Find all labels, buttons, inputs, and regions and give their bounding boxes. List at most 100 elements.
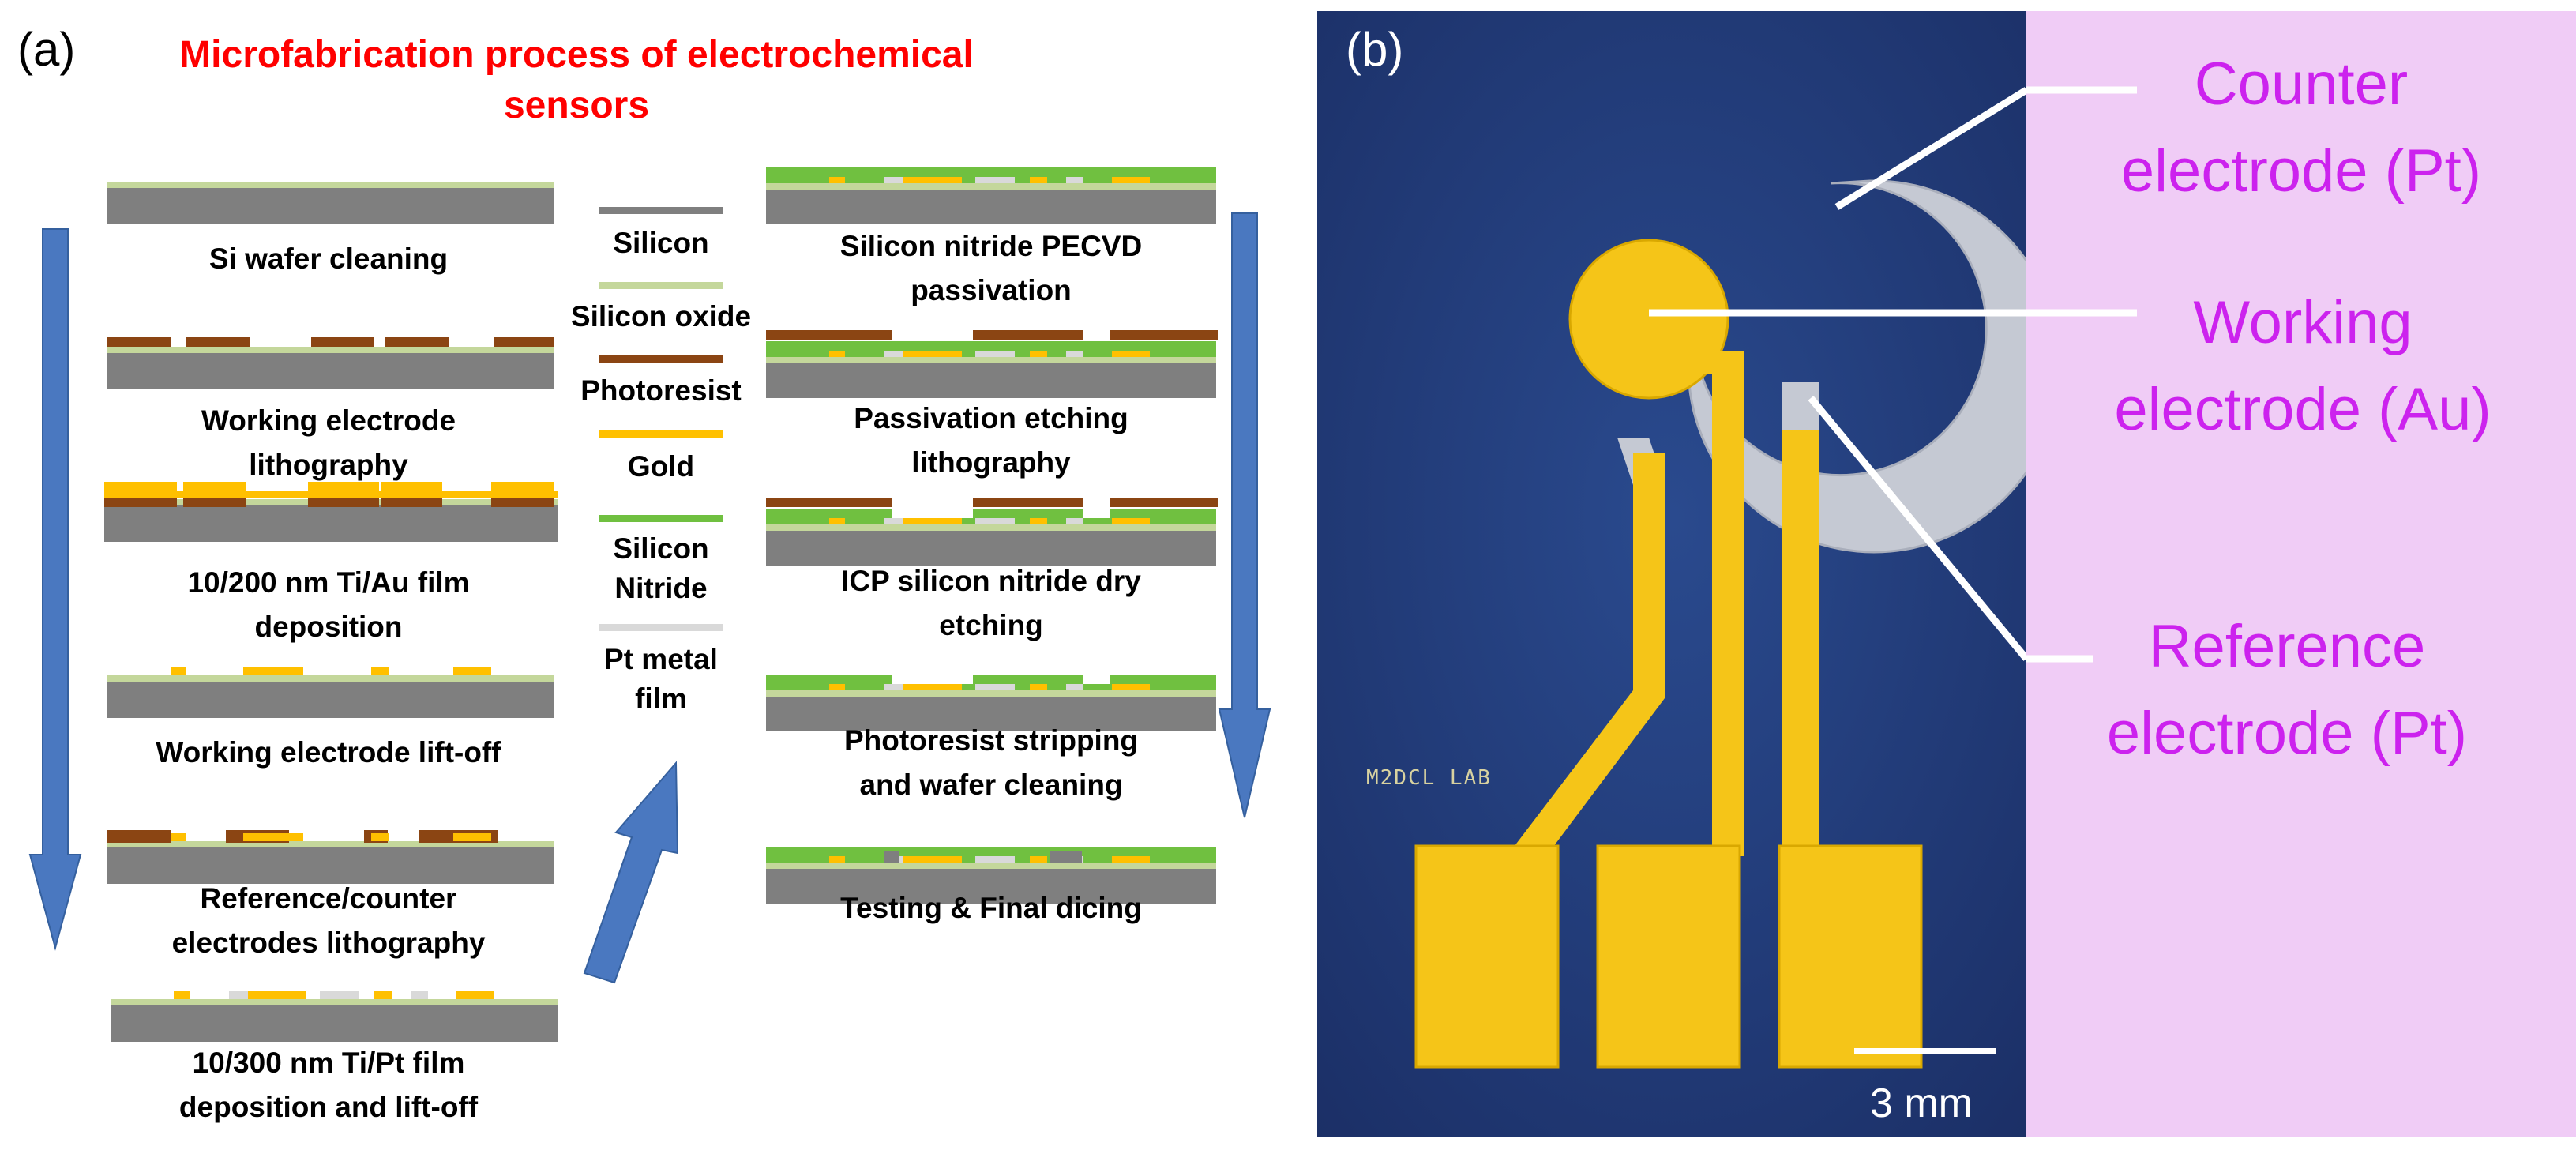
legend-swatch-1	[599, 282, 723, 289]
reference-electrode-label-line-2: electrode (Pt)	[2106, 700, 2468, 767]
counter-electrode-label-line-1: Counter	[2194, 51, 2409, 118]
step-label-right-3-line-2: etching	[939, 609, 1043, 641]
step-label-right-1-line-2: passivation	[911, 274, 1072, 306]
silicon-layer	[107, 682, 554, 718]
oxide-layer	[107, 675, 554, 682]
labels-panel: Counter electrode (Pt) Working electrode…	[2026, 11, 2576, 1137]
scale-bar-label: 3 mm	[1870, 1080, 1973, 1126]
oxide-layer	[107, 347, 554, 353]
stack-final	[766, 847, 1216, 904]
right-down-arrow	[1218, 212, 1271, 818]
legend-label-2-line-1: Silicon oxide	[570, 300, 752, 333]
step-label-left-5-line-2: electrodes lithography	[171, 926, 486, 959]
step-label-left-3: 10/200 nm Ti/Au film deposition	[76, 561, 581, 649]
silicon-layer	[104, 505, 558, 542]
panel-label-a: (a)	[17, 23, 76, 76]
oxide-layer	[107, 841, 554, 847]
step-label-right-3-line-1: ICP silicon nitride dry	[841, 565, 1141, 597]
legend-label-3: Photoresist	[561, 371, 761, 411]
process-diagram	[28, 167, 1271, 1042]
step-label-left-3-line-1: 10/200 nm Ti/Au film	[187, 566, 470, 599]
legend-swatch-5	[599, 624, 723, 631]
legend-label-6-line-1: Pt metal	[604, 643, 718, 675]
step-label-right-3: ICP silicon nitride dry etching	[750, 559, 1232, 648]
diagonal-up-arrow	[583, 761, 679, 984]
reference-electrode-label: Reference electrode (Pt)	[2066, 603, 2508, 777]
step-label-right-5-line-1: Testing & Final dicing	[840, 892, 1142, 924]
lab-text: M2DCL LAB	[1366, 766, 1492, 790]
step-label-right-4: Photoresist stripping and wafer cleaning	[750, 719, 1232, 807]
stack-we-liftoff	[107, 667, 554, 718]
legend-label-2: Silicon oxide	[561, 297, 761, 336]
step-label-left-4-line-1: Working electrode lift-off	[156, 736, 501, 769]
stack-rc-litho	[107, 830, 554, 884]
step-label-left-4: Working electrode lift-off	[76, 731, 581, 775]
silicon-layer	[107, 847, 554, 884]
working-electrode-label-line-2: electrode (Au)	[2114, 376, 2492, 443]
pad-middle	[1596, 844, 1741, 1069]
sensor-photo-drawing	[1317, 11, 2026, 1137]
legend-label-4: Gold	[561, 447, 761, 487]
working-electrode-label-line-1: Working	[2193, 289, 2413, 356]
legend-swatch-3	[599, 430, 723, 438]
working-electrode-disc	[1568, 239, 1729, 400]
silicon-layer	[111, 1005, 558, 1042]
step-label-left-1: Si wafer cleaning	[76, 237, 581, 281]
step-label-left-2-line-2: lithography	[249, 449, 408, 481]
pad-left	[1414, 844, 1560, 1069]
working-electrode-label: Working electrode (Au)	[2074, 280, 2532, 453]
step-label-right-2-line-2: lithography	[911, 446, 1071, 479]
diagram-title-line-1: Microfabrication process of electrochemi…	[179, 34, 974, 76]
left-down-arrow	[28, 228, 82, 951]
stack-passivation-litho	[766, 330, 1218, 398]
scale-bar	[1854, 1048, 1996, 1054]
silicon-layer	[107, 353, 554, 389]
step-label-right-2: Passivation etching lithography	[750, 396, 1232, 485]
labels-leader-lines	[2026, 86, 2137, 663]
legend-label-1-line-1: Silicon	[613, 227, 709, 259]
oxide-layer	[111, 999, 558, 1005]
diagram-title: Microfabrication process of electrochemi…	[142, 30, 1011, 131]
stack-tipt-depo	[111, 991, 558, 1042]
stack-icp-etch	[766, 498, 1218, 566]
legend-swatch-2	[599, 355, 723, 363]
legend-label-3-line-1: Photoresist	[580, 374, 742, 407]
oxide-layer	[107, 182, 554, 188]
stack-si-cleaning	[107, 182, 554, 224]
legend-swatch-4	[599, 515, 723, 522]
legend-swatch-0	[599, 207, 723, 214]
step-label-left-2-line-1: Working electrode	[201, 404, 456, 437]
stack-we-litho	[107, 337, 554, 389]
step-label-left-6-line-2: deposition and lift-off	[178, 1091, 479, 1123]
step-label-right-5: Testing & Final dicing	[750, 886, 1232, 930]
step-label-right-4-line-1: Photoresist stripping	[843, 724, 1139, 757]
step-label-right-4-line-2: and wafer cleaning	[859, 769, 1123, 801]
panel-label-b: (b)	[1346, 23, 1404, 76]
step-label-left-1-line-1: Si wafer cleaning	[208, 242, 449, 275]
legend-label-6-line-2: film	[635, 682, 687, 715]
legend-label-6: Pt metal film	[561, 640, 761, 719]
diagram-title-line-2: sensors	[503, 85, 650, 126]
stack-pecvd	[766, 167, 1216, 224]
step-label-left-5: Reference/counter electrodes lithography	[76, 877, 581, 965]
legend-label-5-line-1: Silicon	[613, 532, 709, 565]
reference-electrode-label-line-1: Reference	[2148, 613, 2426, 680]
legend-label-1: Silicon	[561, 224, 761, 263]
step-label-right-1-line-1: Silicon nitride PECVD	[839, 230, 1143, 262]
pad-right	[1778, 844, 1923, 1069]
legend-label-5-line-2: Nitride	[614, 572, 708, 604]
silicon-layer	[107, 188, 554, 224]
step-label-right-2-line-1: Passivation etching	[854, 402, 1128, 434]
step-label-left-6: 10/300 nm Ti/Pt film deposition and lift-…	[76, 1041, 581, 1129]
counter-electrode-label: Counter electrode (Pt)	[2080, 41, 2522, 215]
stack-pr-strip	[766, 675, 1216, 731]
legend-label-4-line-1: Gold	[627, 450, 695, 483]
step-label-right-1: Silicon nitride PECVD passivation	[750, 224, 1232, 313]
step-label-left-6-line-1: 10/300 nm Ti/Pt film	[192, 1047, 465, 1079]
counter-electrode-label-line-2: electrode (Pt)	[2120, 137, 2482, 205]
sensor-photo: (b) M2DCL LAB 3 mm	[1317, 11, 2026, 1137]
stack-tiau-depo	[104, 482, 558, 542]
step-label-left-2: Working electrode lithography	[76, 399, 581, 487]
step-label-left-5-line-1: Reference/counter	[200, 882, 457, 915]
step-label-left-3-line-2: deposition	[254, 611, 403, 643]
